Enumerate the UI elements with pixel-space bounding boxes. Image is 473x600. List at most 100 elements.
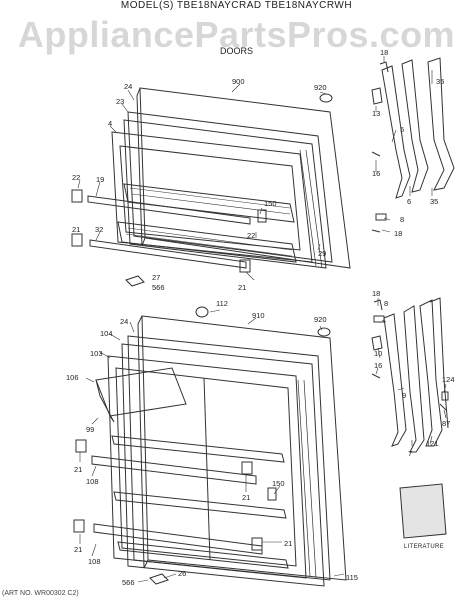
callout-99: 99 — [86, 425, 94, 434]
callout-8-bottom: 8 — [384, 299, 388, 308]
hinge-strip-35 — [427, 57, 455, 191]
freezer-shelf-bar-19 — [87, 195, 251, 225]
callout-35-lower: 35 — [430, 197, 438, 206]
art-number-note: (ART NO. WR00302 C2) — [2, 590, 79, 597]
part-21-bottom-1 — [75, 439, 87, 453]
section-title: DOORS — [219, 46, 253, 56]
callout-150-top: 150 — [264, 199, 277, 208]
callout-920-bottom: 920 — [314, 315, 327, 324]
hinge-strip-121 — [419, 299, 443, 447]
callout-9: 9 — [402, 391, 406, 400]
callout-21-top-left: 21 — [72, 225, 80, 234]
callout-21-top-right: 21 — [238, 283, 246, 292]
part-27 — [125, 275, 145, 287]
food-liner — [107, 355, 307, 579]
callout-7: 7 — [408, 449, 412, 458]
callout-87: 87 — [442, 419, 450, 428]
callout-21-bottom-3: 21 — [242, 493, 250, 502]
callout-104: 104 — [100, 329, 113, 338]
food-bar-108-lower — [93, 523, 263, 555]
callout-112: 112 — [216, 299, 228, 308]
callout-18-top-lower: 18 — [394, 229, 402, 238]
freezer-gasket — [127, 111, 333, 263]
model-header: MODEL(S) TBE18NAYCRAD TBE18NAYCRWH — [120, 0, 353, 11]
part-21-top-right — [239, 259, 251, 273]
screw-16-bottom — [371, 373, 381, 379]
food-liner-divider — [203, 377, 211, 561]
callout-8-top: 8 — [400, 215, 404, 224]
freezer-door-outer — [139, 87, 351, 269]
callout-566-bottom: 566 — [122, 578, 135, 587]
part-10 — [371, 335, 383, 351]
callout-18-bottom: 18 — [372, 289, 380, 298]
food-gasket-inner — [121, 343, 325, 587]
food-shelf-bottom — [117, 541, 289, 569]
food-shelf-middle — [113, 491, 287, 519]
callout-108-lower: 108 — [88, 557, 101, 566]
callout-124: 124 — [442, 375, 455, 384]
food-gasket — [127, 335, 331, 581]
callout-6: 6 — [407, 197, 411, 206]
part-21-bottom-4 — [251, 537, 263, 551]
callout-21-bottom-4: 21 — [284, 539, 292, 548]
food-shelf-upper — [111, 435, 285, 463]
part-21-bottom-3 — [241, 461, 253, 475]
freezer-liner-inner — [119, 145, 301, 251]
callout-23: 23 — [116, 97, 124, 106]
part-87 — [439, 403, 447, 411]
part-26 — [149, 573, 169, 585]
callout-13: 13 — [372, 109, 380, 118]
hinge-strip-121-inner — [429, 297, 449, 429]
callout-32: 32 — [95, 225, 103, 234]
part-22-left — [71, 189, 83, 203]
callout-21-bottom-2: 21 — [74, 545, 82, 554]
part-18-bottom — [373, 299, 383, 311]
food-door-outer — [141, 315, 347, 581]
callout-21-bottom-1: 21 — [74, 465, 82, 474]
hinge-strip-5 — [381, 65, 411, 199]
callout-24-bottom: 24 — [120, 317, 128, 326]
callout-18-top: 18 — [380, 48, 388, 57]
callout-4: 4 — [108, 119, 112, 128]
freezer-lower-shelf — [117, 221, 297, 263]
part-8-top — [375, 213, 387, 221]
part-18-top — [379, 61, 389, 73]
hinge-strip-7 — [403, 305, 425, 453]
callout-910: 910 — [252, 311, 265, 320]
callout-19: 19 — [96, 175, 104, 184]
part-920-top — [319, 93, 333, 103]
part-150-bottom — [267, 487, 277, 501]
part-112 — [195, 306, 209, 318]
callout-27: 27 — [152, 273, 160, 282]
callout-121: 121 — [426, 439, 439, 448]
callout-920-top: 920 — [314, 83, 327, 92]
part-8-bottom — [373, 315, 385, 323]
callout-150-bottom: 150 — [272, 479, 285, 488]
part-21-left — [71, 233, 83, 247]
callout-10: 10 — [374, 349, 382, 358]
food-door-outer-edge — [137, 315, 149, 569]
callout-22-left: 22 — [72, 173, 80, 182]
callout-566-top: 566 — [152, 283, 165, 292]
callout-900: 900 — [232, 77, 245, 86]
part-124 — [441, 391, 449, 401]
callout-108-upper: 108 — [86, 477, 99, 486]
dairy-door — [95, 379, 115, 423]
part-13 — [371, 87, 383, 105]
callout-35-upper: 35 — [436, 77, 444, 86]
callout-16-top: 16 — [372, 169, 380, 178]
freezer-shelf-bar-32 — [89, 239, 247, 269]
callout-24-top: 24 — [124, 82, 132, 91]
callout-115: 115 — [346, 573, 358, 582]
callout-103: 103 — [90, 349, 103, 358]
callout-26: 26 — [178, 569, 186, 578]
freezer-gasket-inner — [123, 119, 327, 269]
callout-5: 5 — [400, 125, 404, 134]
screw-16-top — [371, 151, 381, 157]
callout-106: 106 — [66, 373, 79, 382]
literature-pamphlet — [399, 483, 447, 539]
screw-18-bottom — [371, 229, 381, 233]
part-920-bottom — [317, 327, 331, 337]
food-liner-inner — [115, 367, 297, 567]
food-bar-108-upper — [91, 455, 257, 485]
